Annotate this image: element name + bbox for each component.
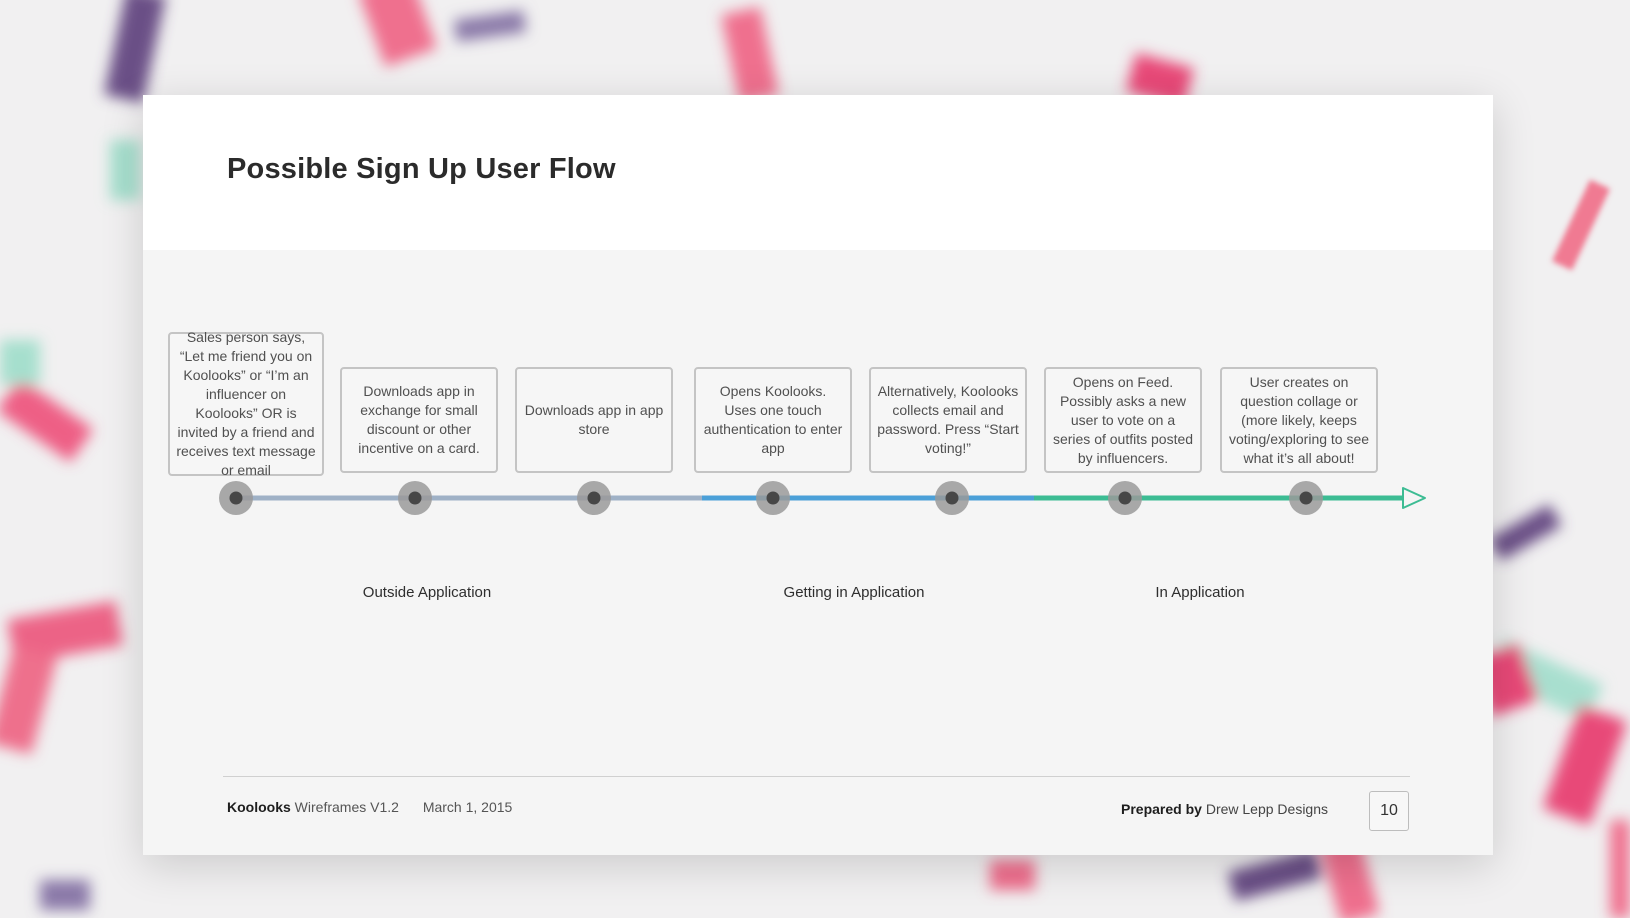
arrow-head-icon bbox=[1402, 487, 1426, 509]
footer-brand: Koolooks bbox=[227, 799, 291, 815]
prepared-by-label: Prepared by bbox=[1121, 801, 1202, 817]
page-number: 10 bbox=[1369, 791, 1409, 831]
timeline-node-center bbox=[587, 491, 601, 505]
timeline-node-center bbox=[945, 491, 959, 505]
timeline-node-center bbox=[1118, 491, 1132, 505]
footer-divider bbox=[223, 776, 1410, 777]
flow-step-box: Sales person says, “Let me friend you on… bbox=[168, 329, 324, 478]
slide-title: Possible Sign Up User Flow bbox=[227, 153, 616, 185]
flow-step-box: Downloads app in exchange for small disc… bbox=[340, 367, 498, 473]
timeline-node-center bbox=[408, 491, 422, 505]
phase-label: Outside Application bbox=[362, 584, 492, 601]
footer-product: Wireframes V1.2 bbox=[294, 799, 399, 815]
timeline-node-center bbox=[1299, 491, 1313, 505]
flow-step-box: Alternatively, Koolooks collects email a… bbox=[869, 367, 1027, 473]
flow-step-box: Downloads app in app store bbox=[515, 367, 673, 473]
footer-right: Prepared by Drew Lepp Designs bbox=[1121, 801, 1328, 817]
flow-step-box: Opens Koolooks. Uses one touch authentic… bbox=[694, 367, 852, 473]
phase-label: In Application bbox=[1155, 584, 1245, 601]
slide-header: Possible Sign Up User Flow bbox=[143, 95, 1493, 250]
slide: Possible Sign Up User Flow Sales person … bbox=[143, 95, 1493, 855]
flow-step-box: Opens on Feed. Possibly asks a new user … bbox=[1044, 367, 1202, 473]
flow-step-box: User creates on question collage or (mor… bbox=[1220, 367, 1378, 473]
timeline bbox=[219, 481, 1426, 515]
footer-left: Koolooks Wireframes V1.2 March 1, 2015 bbox=[227, 799, 512, 815]
phase-label: Getting in Application bbox=[783, 584, 925, 601]
prepared-by-name: Drew Lepp Designs bbox=[1205, 801, 1328, 817]
timeline-node-center bbox=[766, 491, 780, 505]
timeline-node-center bbox=[229, 491, 243, 505]
footer-date: March 1, 2015 bbox=[422, 799, 513, 815]
